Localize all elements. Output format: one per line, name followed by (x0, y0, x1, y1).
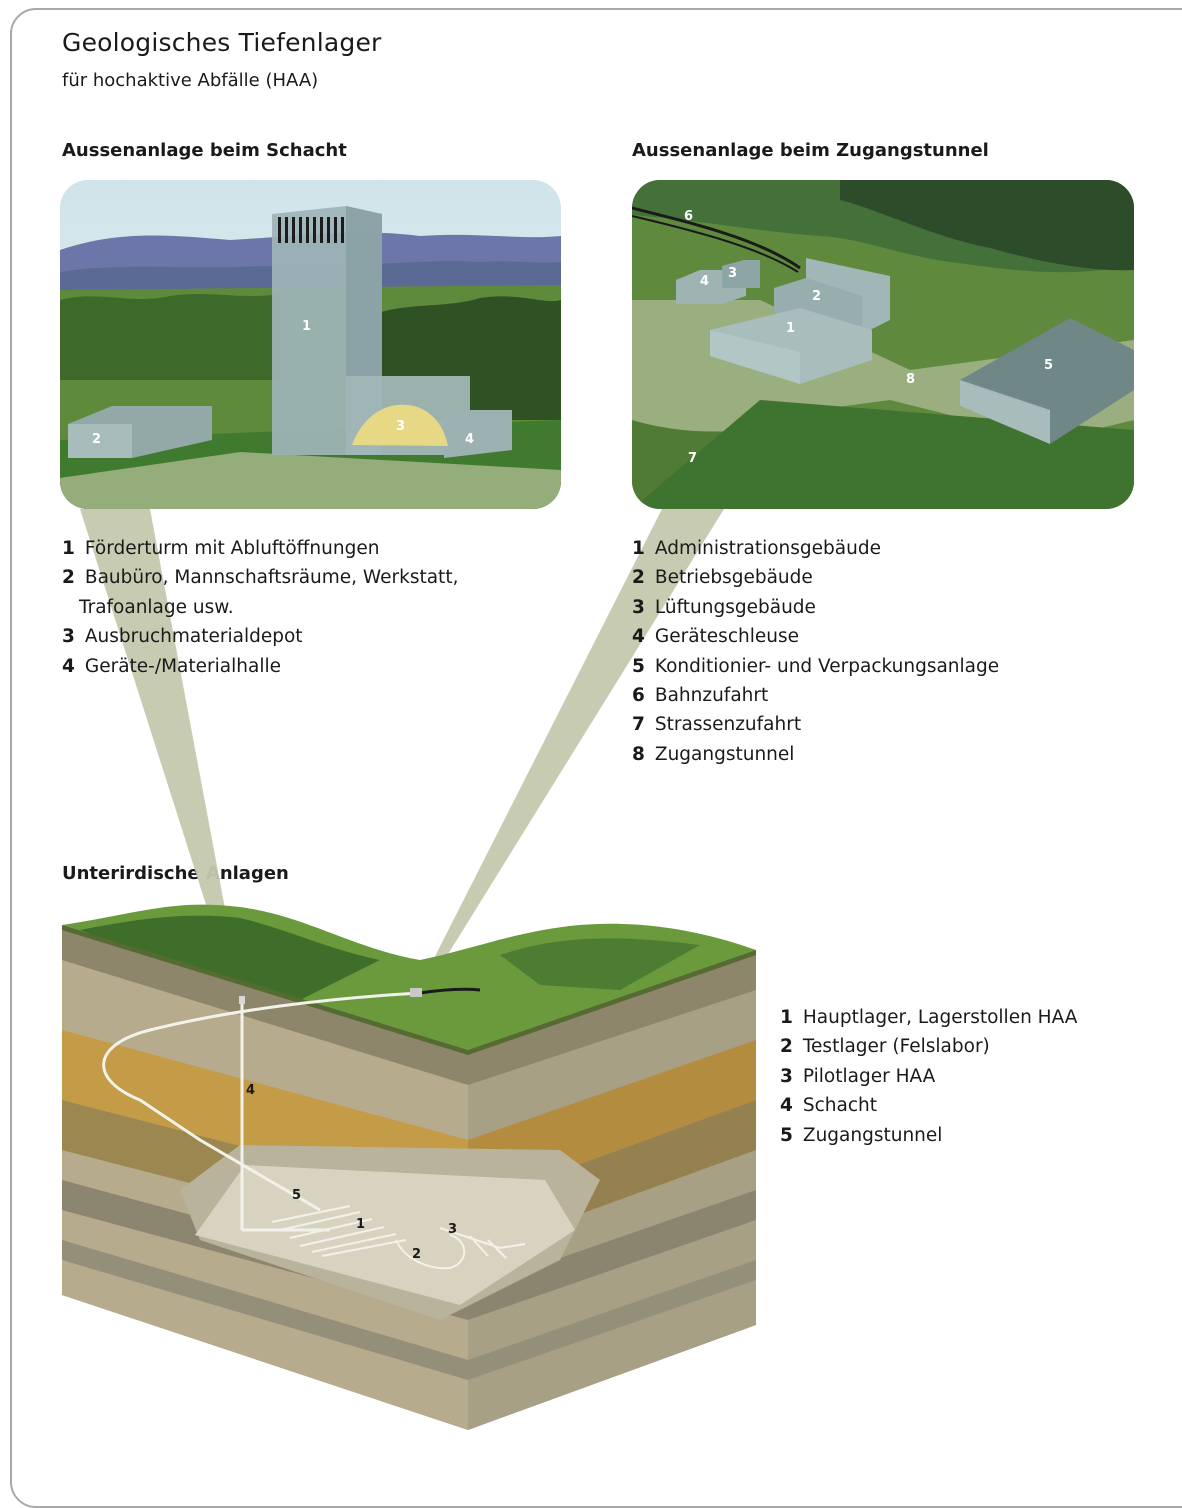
shaft-site-markers: 1 2 3 4 (92, 319, 474, 447)
legend-item: 3 Lüftungsgebäude (632, 596, 816, 618)
legend-item: 2 Baubüro, Mannschaftsräume, Werkstatt,T… (62, 567, 459, 618)
page-title: Geologisches Tiefenlager (62, 28, 382, 57)
legend-item: 2 Betriebsgebäude (632, 567, 813, 589)
legend-item: 4 Geräte-/Materialhalle (62, 655, 281, 677)
legend-item: 4 Geräteschleuse (632, 626, 799, 648)
underground-markers: 1 2 3 4 5 (246, 1083, 457, 1262)
shaft-marker-4: 4 (465, 432, 474, 447)
underground-marker-3: 3 (448, 1222, 457, 1237)
tunnel-marker-5: 5 (1044, 358, 1053, 373)
tunnel-marker-3: 3 (728, 266, 737, 281)
page-subtitle: für hochaktive Abfälle (HAA) (62, 70, 319, 91)
shaft-site-image (60, 180, 561, 509)
tunnel-marker-4: 4 (700, 274, 709, 289)
tunnel-site-heading: Aussenanlage beim Zugangstunnel (632, 140, 989, 161)
tunnel-marker-1: 1 (786, 321, 795, 336)
underground-legend: 1 Hauptlager, Lagerstollen HAA 2 Testlag… (780, 1003, 1077, 1150)
legend-item: 7 Strassenzufahrt (632, 714, 802, 736)
shaft-marker-1: 1 (302, 319, 311, 334)
tunnel-site-markers: 1 2 3 4 5 6 7 8 (684, 209, 1053, 466)
tunnel-marker-8: 8 (906, 372, 915, 387)
tunnel-marker-2: 2 (812, 289, 821, 304)
tunnel-site-image (632, 180, 1134, 509)
underground-block (62, 904, 756, 1430)
legend-item: 5 Zugangstunnel (780, 1124, 943, 1146)
tunnel-site-legend: 1 Administrationsgebäude 2 Betriebsgebäu… (632, 534, 999, 769)
shaft-marker-3: 3 (396, 419, 405, 434)
shaft-site-legend: 1 Förderturm mit Abluftöffnungen 2 Baubü… (62, 534, 458, 681)
underground-marker-1: 1 (356, 1217, 365, 1232)
underground-marker-4: 4 (246, 1083, 255, 1098)
tunnel-marker-6: 6 (684, 209, 693, 224)
legend-item: 6 Bahnzufahrt (632, 685, 769, 707)
view-beam-shaft (80, 509, 238, 980)
legend-item: 1 Administrationsgebäude (632, 538, 881, 559)
shaft-marker-2: 2 (92, 432, 101, 447)
legend-item: 2 Testlager (Felslabor) (780, 1036, 990, 1058)
shaft-site-heading: Aussenanlage beim Schacht (62, 140, 347, 161)
legend-item: 1 Förderturm mit Abluftöffnungen (62, 538, 380, 559)
legend-item: 8 Zugangstunnel (632, 743, 795, 765)
legend-item: 4 Schacht (780, 1095, 878, 1117)
underground-heading: Unterirdische Anlagen (62, 863, 289, 884)
legend-item: 3 Ausbruchmaterialdepot (62, 626, 303, 648)
legend-item: 1 Hauptlager, Lagerstollen HAA (780, 1007, 1078, 1028)
underground-marker-5: 5 (292, 1188, 301, 1203)
underground-marker-2: 2 (412, 1247, 421, 1262)
tunnel-marker-7: 7 (688, 451, 697, 466)
view-beam-tunnel (424, 509, 724, 980)
legend-item: 3 Pilotlager HAA (780, 1065, 936, 1087)
legend-item: 5 Konditionier- und Verpackungsanlage (632, 655, 1000, 677)
